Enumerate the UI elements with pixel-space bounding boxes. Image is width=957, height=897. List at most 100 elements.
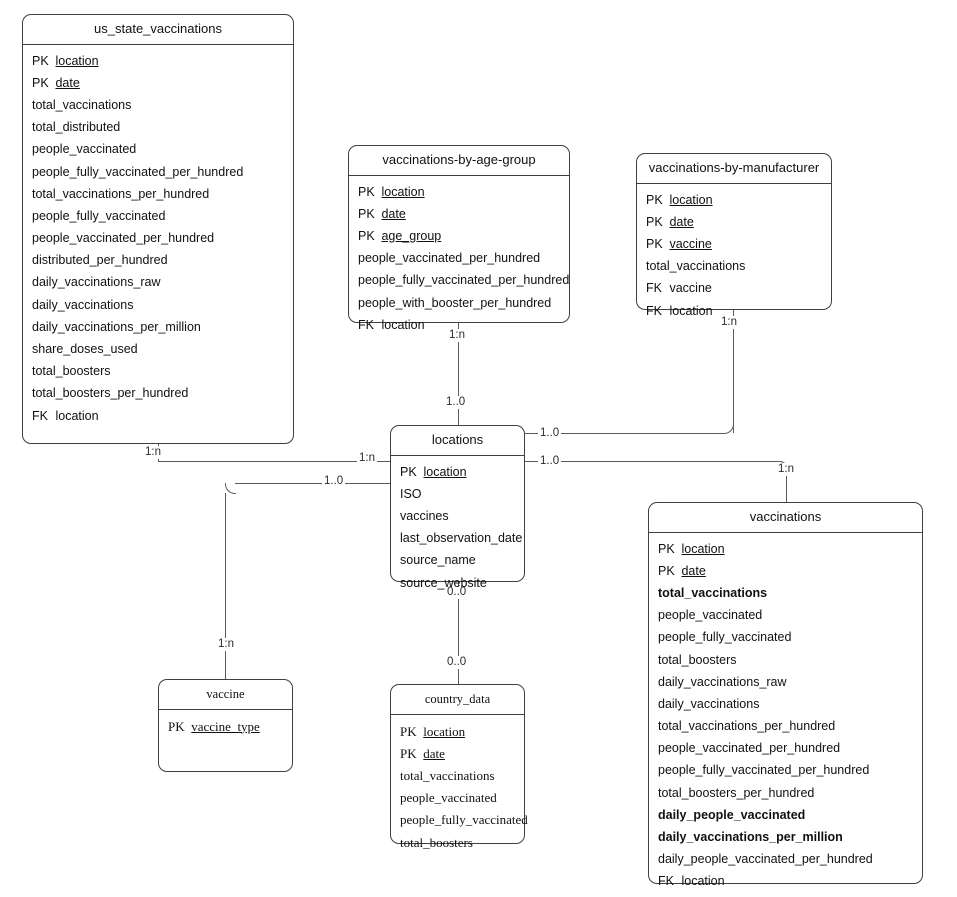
entity-attribute: PK date (391, 742, 524, 764)
attribute-name: location (681, 541, 725, 556)
attribute-key-badge: FK (646, 281, 662, 296)
wire-locations-to-vaccinations-h (525, 461, 780, 462)
cardinality-label: 1..0 (538, 455, 562, 468)
entity-attribute: FK location (23, 405, 293, 427)
entity-attribute: FK location (637, 300, 831, 322)
attribute-name: people_fully_vaccinated_per_hundred (32, 164, 244, 179)
entity-title: us_state_vaccinations (23, 15, 293, 45)
attribute-name: distributed_per_hundred (32, 253, 168, 268)
attribute-name: date (423, 745, 445, 761)
attribute-key-badge: PK (400, 723, 417, 739)
cardinality-label: 1:n (143, 446, 163, 459)
entity-attribute: total_vaccinations (23, 94, 293, 116)
entity-attribute: PK vaccine_type (159, 715, 292, 737)
attribute-key-badge: FK (646, 303, 662, 318)
entity-attribute: daily_vaccinations_raw (23, 272, 293, 294)
attribute-key-badge: PK (32, 75, 49, 90)
entity-attribute: total_vaccinations (649, 582, 922, 604)
attribute-name: people_fully_vaccinated_per_hundred (658, 763, 870, 778)
attribute-name: daily_vaccinations (658, 696, 760, 711)
entity-attribute: total_vaccinations_per_hundred (23, 183, 293, 205)
entity-attribute: daily_people_vaccinated_per_hundred (649, 849, 922, 871)
corner-vaccine (225, 483, 236, 494)
attribute-name: daily_vaccinations_per_million (32, 319, 201, 334)
attribute-key-badge: FK (32, 408, 48, 423)
attribute-name: people_fully_vaccinated (400, 812, 528, 828)
attribute-name: ISO (400, 486, 422, 501)
attribute-name: daily_vaccinations_raw (32, 275, 161, 290)
entity-attribute: FK location (649, 871, 922, 893)
attribute-name: total_boosters (400, 834, 473, 850)
attribute-name: people_vaccinated (658, 608, 763, 623)
attribute-name: total_distributed (32, 120, 121, 135)
cardinality-label: 1:n (216, 638, 236, 651)
attribute-name: people_fully_vaccinated_per_hundred (358, 273, 570, 288)
attribute-name: location (423, 723, 466, 739)
entity-title: vaccinations-by-age-group (349, 146, 569, 176)
entity-attribute: daily_vaccinations_per_million (23, 316, 293, 338)
attribute-name: daily_people_vaccinated_per_hundred (658, 852, 873, 867)
entity-attribute: FK location (349, 314, 569, 336)
entity-title: vaccinations (649, 503, 922, 533)
entity-attribute: people_vaccinated_per_hundred (23, 228, 293, 250)
attribute-name: total_boosters_per_hundred (658, 785, 815, 800)
attribute-key-badge: PK (646, 236, 663, 251)
entity-title: country_data (391, 685, 524, 715)
attribute-name: daily_vaccinations (32, 297, 134, 312)
attribute-key-badge: PK (658, 541, 675, 556)
attribute-name: vaccine_type (191, 718, 260, 734)
entity-attribute: PK date (649, 560, 922, 582)
attribute-name: vaccine (669, 236, 712, 251)
entity-attribute: ISO (391, 483, 524, 505)
attribute-name: last_observation_date (400, 531, 523, 546)
entity-attribute: people_vaccinated (649, 605, 922, 627)
attribute-name: total_boosters (32, 364, 111, 379)
cardinality-label: 1:n (357, 452, 377, 465)
attribute-name: total_boosters (658, 652, 737, 667)
entity-attribute: people_vaccinated (23, 139, 293, 161)
entity-attribute: distributed_per_hundred (23, 250, 293, 272)
attribute-name: people_vaccinated (400, 790, 497, 806)
entity-attribute: PK date (23, 72, 293, 94)
attribute-name: location (55, 408, 99, 423)
entity-attribute: daily_people_vaccinated (649, 804, 922, 826)
cardinality-label: 1:n (719, 316, 739, 329)
attribute-key-badge: FK (658, 874, 674, 889)
entity-title: locations (391, 426, 524, 456)
cardinality-label: 0..0 (445, 586, 469, 599)
entity-attribute: people_vaccinated_per_hundred (649, 738, 922, 760)
attribute-name: location (381, 184, 425, 199)
attribute-name: source_website (400, 575, 487, 590)
wire-manufacturer-down (733, 310, 734, 433)
attribute-name: vaccines (400, 508, 449, 523)
entity-attribute: total_boosters (649, 649, 922, 671)
attribute-name: age_group (381, 228, 442, 243)
cardinality-label: 1:n (447, 329, 467, 342)
attribute-key-badge: PK (400, 464, 417, 479)
cardinality-label: 1:n (776, 463, 796, 476)
entity-attribute: vaccines (391, 505, 524, 527)
wire-manufacturer-to-locations (525, 433, 724, 434)
entity-attribute: PK location (391, 461, 524, 483)
attribute-name: total_vaccinations (32, 97, 132, 112)
wire-vaccinations-down (786, 467, 787, 502)
entity-attribute: total_vaccinations_per_hundred (649, 716, 922, 738)
attribute-name: total_vaccinations (400, 767, 495, 783)
attribute-key-badge: PK (168, 718, 185, 734)
entity-attribute: source_website (391, 572, 524, 594)
entity-attribute: daily_vaccinations (649, 693, 922, 715)
entity-attribute: FK vaccine (637, 278, 831, 300)
entity-attribute: PK location (391, 720, 524, 742)
entity-attribute: PK location (649, 538, 922, 560)
